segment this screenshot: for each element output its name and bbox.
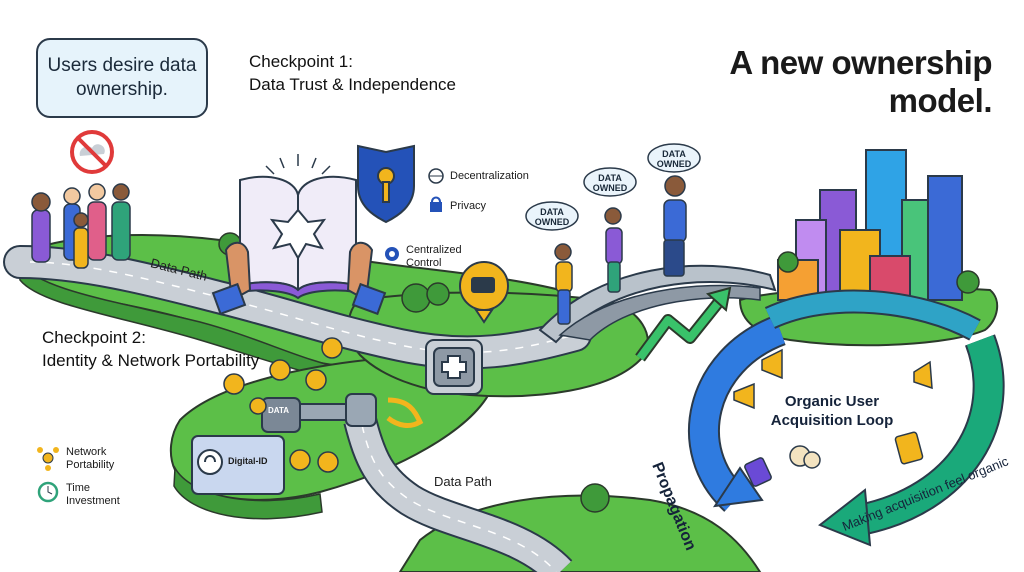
label-decentralization: Decentralization	[450, 170, 529, 182]
clock-icon	[37, 481, 59, 503]
legend-time-investment: Time Investment	[66, 482, 120, 507]
speech-bubble: Users desire data ownership.	[36, 38, 208, 118]
checkpoint-2-heading: Checkpoint 2:	[42, 328, 146, 347]
globe-icon	[428, 168, 444, 184]
data-owned-badge: DATA OWNED	[656, 149, 692, 169]
no-cloud-icon	[70, 130, 114, 174]
checkpoint-1-heading: Checkpoint 1:	[249, 52, 353, 71]
page-title: A new ownership model.	[729, 44, 992, 119]
gear-icon	[385, 247, 399, 261]
yellow-arrow	[386, 397, 424, 428]
label-centralized-control: Centralized Control	[406, 244, 462, 269]
checkpoint-1: Checkpoint 1: Data Trust & Independence	[249, 50, 456, 96]
city-skyline	[777, 149, 963, 301]
data-path-lower-label: Data Path	[434, 474, 492, 489]
book-icon	[211, 175, 387, 316]
burst-lines	[265, 154, 331, 175]
data-owned-badge: DATA OWNED	[592, 173, 628, 193]
data-owned-clouds	[525, 143, 701, 231]
legend-network-portability: Network Portability	[66, 446, 115, 471]
checkpoint-2: Checkpoint 2: Identity & Network Portabi…	[42, 326, 259, 372]
data-owned-badge: DATA OWNED	[534, 207, 570, 227]
medical-cross-icon	[425, 339, 483, 395]
checkpoint-1-subheading: Data Trust & Independence	[249, 75, 456, 94]
user-node-icon	[223, 337, 343, 473]
speech-bubble-text: Users desire data ownership.	[47, 55, 197, 100]
seed-packet-icon	[744, 431, 924, 487]
label-privacy: Privacy	[450, 200, 487, 212]
loop-title: Organic User Acquisition Loop	[770, 393, 894, 429]
engine-warning-icon	[459, 261, 509, 324]
data-key-label: DATA	[268, 406, 290, 415]
megaphone-icon	[733, 348, 933, 410]
lock-icon	[430, 196, 442, 212]
network-icon	[37, 447, 59, 471]
user-group	[31, 183, 131, 269]
fingerprint-icon	[191, 435, 285, 495]
checkpoint-2-subheading: Identity & Network Portability	[42, 351, 260, 370]
shield-key-icon	[357, 144, 415, 224]
walking-users	[554, 175, 687, 325]
digital-id-label: Digital-ID	[228, 456, 268, 466]
key-icon	[261, 393, 377, 433]
